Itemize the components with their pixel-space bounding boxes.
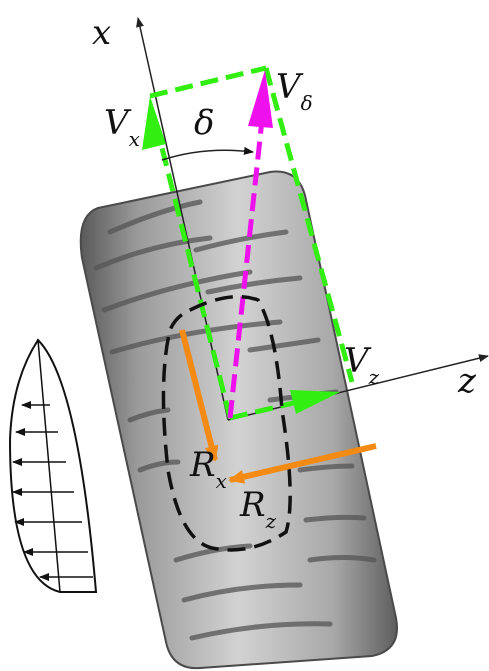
vdelta-vector-shaft (227, 119, 265, 419)
rz-label-sub: z (265, 509, 277, 533)
reaction-forces (179, 329, 377, 484)
slip-angle-arc (161, 146, 254, 161)
vdelta-label-sub: δ (301, 91, 313, 115)
x-axis-label: x (92, 13, 111, 53)
rx-vector (179, 329, 219, 462)
vx-top-edge (149, 65, 267, 99)
vx-label-sub: x (129, 127, 140, 151)
vdelta-label-base: V (276, 67, 304, 107)
distribution-arrows (12, 401, 93, 581)
vz-label-sub: z (368, 365, 380, 389)
rz-label: Rz (239, 485, 277, 533)
distribution-outline (8, 338, 98, 593)
vz-right-edge (263, 67, 355, 383)
vz-label-base: V (344, 341, 372, 381)
vdelta-label: Vδ (276, 67, 313, 115)
contact-patch (161, 294, 292, 552)
velocity-triangle (149, 65, 355, 421)
vx-vector-shaft (157, 139, 233, 419)
distribution-baseline (37, 339, 61, 593)
vx-arrowhead (142, 96, 166, 150)
rz-vector (228, 443, 377, 484)
vx-label-base: V (104, 103, 132, 143)
vz-arrowhead (290, 390, 340, 414)
vz-vector-shaft (229, 399, 299, 421)
rx-label-base: R (189, 445, 216, 485)
vx-label: Vx (104, 103, 140, 151)
z-axis-label: z (457, 361, 477, 401)
delta-label: δ (194, 103, 214, 143)
rz-label-base: R (239, 485, 266, 525)
velocity-arrowheads (142, 70, 340, 414)
pressure-distribution (8, 338, 98, 593)
slip-angle-marker (161, 146, 254, 161)
tire (79, 170, 398, 670)
rx-label-sub: x (216, 469, 227, 493)
vdelta-arrowhead (248, 70, 273, 128)
vz-label: Vz (344, 341, 380, 389)
rx-label: Rx (189, 445, 227, 493)
